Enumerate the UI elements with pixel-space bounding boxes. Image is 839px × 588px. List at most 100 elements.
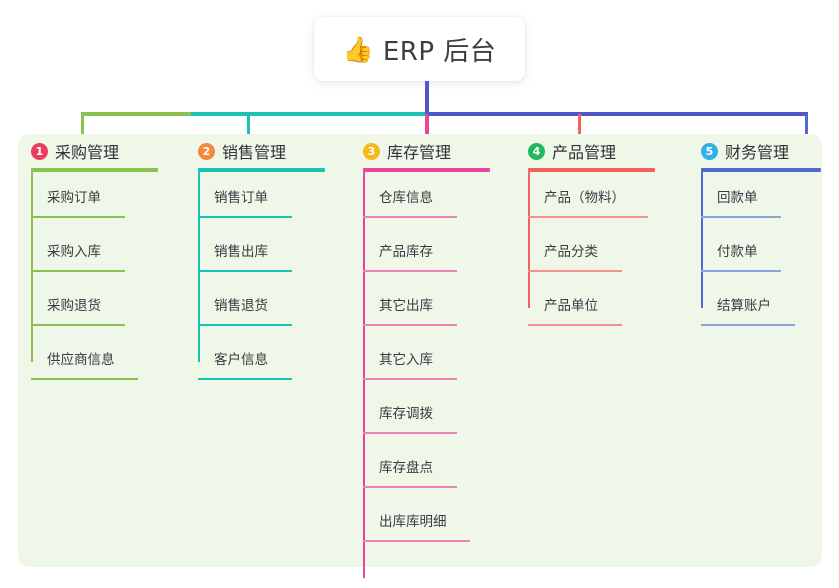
branch-node[interactable]: 销售出库 xyxy=(198,226,325,280)
branch-node-label: 回款单 xyxy=(717,190,758,206)
connector-drop-3 xyxy=(425,114,428,140)
branch-node[interactable]: 采购退货 xyxy=(31,280,158,334)
branch-node[interactable]: 采购入库 xyxy=(31,226,158,280)
branch-node-underline xyxy=(198,378,292,380)
branch-node-label: 产品库存 xyxy=(379,244,433,260)
branch-node-underline xyxy=(701,216,781,218)
branch-node-underline xyxy=(363,540,470,542)
branch-node-underline xyxy=(528,270,622,272)
branch-node-underline xyxy=(363,378,457,380)
branch-underline xyxy=(363,168,490,172)
branch-node-list: 销售订单销售出库销售退货客户信息 xyxy=(198,172,325,388)
branch-column-3: 3 库存管理仓库信息产品库存其它出库其它入库库存调拨库存盘点出库库明细 xyxy=(350,134,490,578)
branch-underline xyxy=(701,168,821,172)
branch-node-underline xyxy=(31,216,125,218)
branch-underline xyxy=(528,168,655,172)
branch-node-underline xyxy=(701,270,781,272)
branch-node-label: 库存盘点 xyxy=(379,460,433,476)
branch-node-underline xyxy=(31,324,125,326)
branch-node-label: 供应商信息 xyxy=(47,352,115,368)
connector-drop-4 xyxy=(578,114,581,140)
branch-title: 销售管理 xyxy=(222,143,287,162)
branch-header-2[interactable]: 2 销售管理 xyxy=(185,134,325,168)
branch-node[interactable]: 出库库明细 xyxy=(363,496,490,550)
branch-stem xyxy=(198,172,200,362)
branch-node[interactable]: 付款单 xyxy=(701,226,821,280)
branch-number-badge: 4 xyxy=(528,142,545,160)
branch-node[interactable]: 结算账户 xyxy=(701,280,821,334)
branch-node[interactable]: 库存调拨 xyxy=(363,388,490,442)
branch-header-3[interactable]: 3 库存管理 xyxy=(350,134,490,168)
root-title-card[interactable]: 👍 ERP 后台 xyxy=(314,17,525,81)
branch-node-underline xyxy=(528,324,622,326)
branch-node[interactable]: 产品库存 xyxy=(363,226,490,280)
branch-node-list: 采购订单采购入库采购退货供应商信息 xyxy=(31,172,158,388)
branch-node-label: 出库库明细 xyxy=(379,514,447,530)
branch-title: 财务管理 xyxy=(725,143,790,162)
branch-node-underline xyxy=(198,216,292,218)
branch-title: 库存管理 xyxy=(387,143,452,162)
branch-node-label: 产品单位 xyxy=(544,298,598,314)
branch-node[interactable]: 仓库信息 xyxy=(363,172,490,226)
branch-title: 采购管理 xyxy=(55,143,120,162)
branch-node-label: 产品分类 xyxy=(544,244,598,260)
branch-node-label: 仓库信息 xyxy=(379,190,433,206)
branch-node-underline xyxy=(198,324,292,326)
branch-title: 产品管理 xyxy=(552,143,617,162)
branch-stem xyxy=(31,172,33,362)
thumbs-up-icon: 👍 xyxy=(342,34,374,64)
branch-number-badge: 2 xyxy=(198,142,215,160)
branch-node[interactable]: 销售退货 xyxy=(198,280,325,334)
branch-stem xyxy=(363,172,365,578)
branch-node[interactable]: 销售订单 xyxy=(198,172,325,226)
branch-node[interactable]: 其它入库 xyxy=(363,334,490,388)
branch-node-underline xyxy=(363,270,457,272)
branch-node-label: 客户信息 xyxy=(214,352,268,368)
branch-node-label: 其它入库 xyxy=(379,352,433,368)
branch-node-label: 采购订单 xyxy=(47,190,101,206)
branch-stem xyxy=(701,172,703,308)
connector-drop-5 xyxy=(805,114,808,140)
branch-node[interactable]: 库存盘点 xyxy=(363,442,490,496)
branch-node[interactable]: 采购订单 xyxy=(31,172,158,226)
root-title-text: ERP 后台 xyxy=(382,36,497,67)
branch-node-list: 仓库信息产品库存其它出库其它入库库存调拨库存盘点出库库明细 xyxy=(363,172,490,578)
branch-node-label: 销售订单 xyxy=(214,190,268,206)
branch-node-label: 销售退货 xyxy=(214,298,268,314)
branch-node[interactable]: 其它出库 xyxy=(363,280,490,334)
connector-drop-2 xyxy=(247,114,250,140)
branch-stem xyxy=(528,172,530,308)
root-connector-vertical xyxy=(425,81,429,114)
branch-node-underline xyxy=(363,432,457,434)
branch-node-underline xyxy=(363,486,457,488)
connector-bar-1 xyxy=(81,112,191,116)
connector-bar-3 xyxy=(425,112,808,116)
branch-node-label: 采购入库 xyxy=(47,244,101,260)
branch-node[interactable]: 产品分类 xyxy=(528,226,655,280)
branch-underline xyxy=(198,168,325,172)
branch-header-4[interactable]: 4 产品管理 xyxy=(515,134,655,168)
branch-node[interactable]: 客户信息 xyxy=(198,334,325,388)
branch-node-label: 结算账户 xyxy=(717,298,771,314)
branch-node[interactable]: 供应商信息 xyxy=(31,334,158,388)
branch-node[interactable]: 产品（物料） xyxy=(528,172,655,226)
branch-number-badge: 3 xyxy=(363,142,380,160)
branch-node-list: 产品（物料） 产品分类产品单位 xyxy=(528,172,655,334)
branch-node[interactable]: 产品单位 xyxy=(528,280,655,334)
connector-bar-2 xyxy=(191,112,425,116)
branch-node-underline xyxy=(198,270,292,272)
branch-node-underline xyxy=(363,216,457,218)
branch-underline xyxy=(31,168,158,172)
branch-node-label: 销售出库 xyxy=(214,244,268,260)
branch-node[interactable]: 回款单 xyxy=(701,172,821,226)
branch-node-label: 采购退货 xyxy=(47,298,101,314)
branch-node-label: 付款单 xyxy=(717,244,758,260)
branch-node-list: 回款单付款单结算账户 xyxy=(701,172,821,334)
branch-node-underline xyxy=(31,378,138,380)
